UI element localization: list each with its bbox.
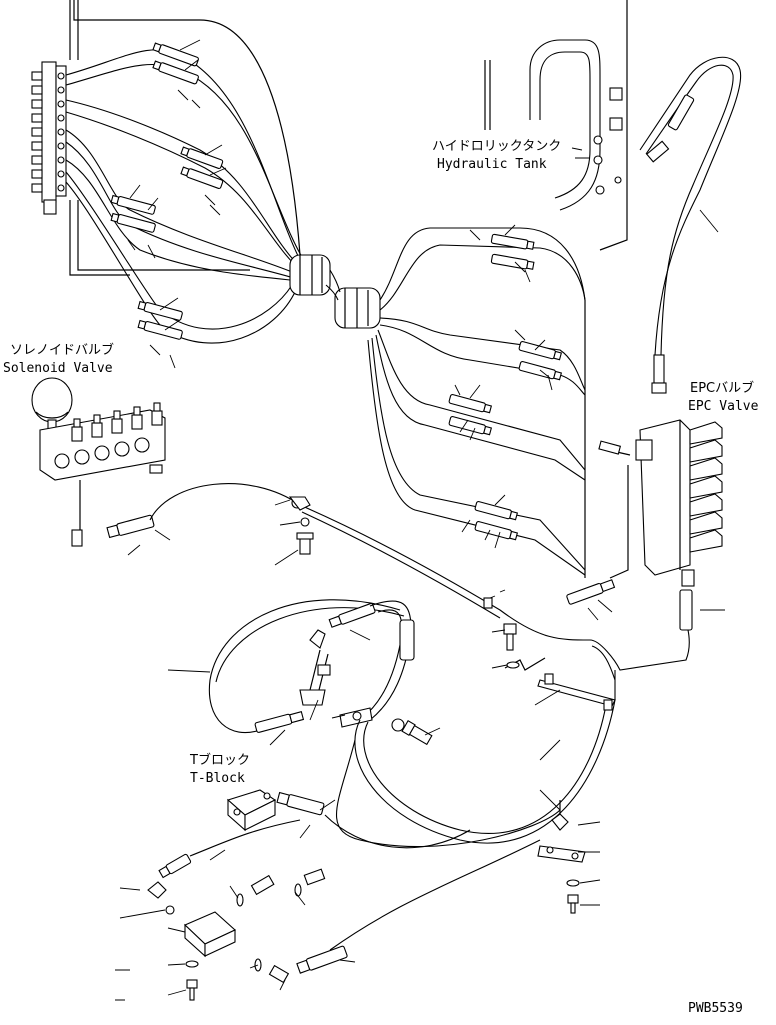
upper-fittings bbox=[110, 42, 563, 541]
t-block-label-en: T-Block bbox=[190, 771, 245, 786]
t-block-label-jp: Tブロック bbox=[189, 752, 250, 768]
drawing-code: PWB5539 bbox=[688, 1001, 743, 1016]
middle-plumbing bbox=[167, 496, 690, 848]
hydraulic-tank-label-jp: ハイドロリックタンク bbox=[432, 139, 561, 154]
solenoid-valve-label-jp: ソレノイドバルブ bbox=[10, 342, 114, 358]
upper-hose-harness bbox=[65, 0, 586, 578]
text-labels: ハイドロリックタンク Hydraulic Tank ソレノイドバルブ Solen… bbox=[3, 139, 759, 1016]
epc-valve bbox=[566, 354, 725, 631]
hydraulic-tank-label-en: Hydraulic Tank bbox=[437, 157, 547, 172]
solenoid-valve bbox=[31, 377, 301, 556]
epc-valve-label-en: EPC Valve bbox=[688, 399, 759, 414]
epc-valve-label-jp: EPCバルブ bbox=[690, 380, 754, 396]
hydraulic-tank-area bbox=[484, 0, 742, 356]
solenoid-valve-label-en: Solenoid Valve bbox=[3, 361, 113, 376]
t-block-assembly bbox=[115, 789, 601, 1001]
upper-leader-lines bbox=[127, 39, 553, 549]
manifold-block bbox=[31, 61, 67, 215]
